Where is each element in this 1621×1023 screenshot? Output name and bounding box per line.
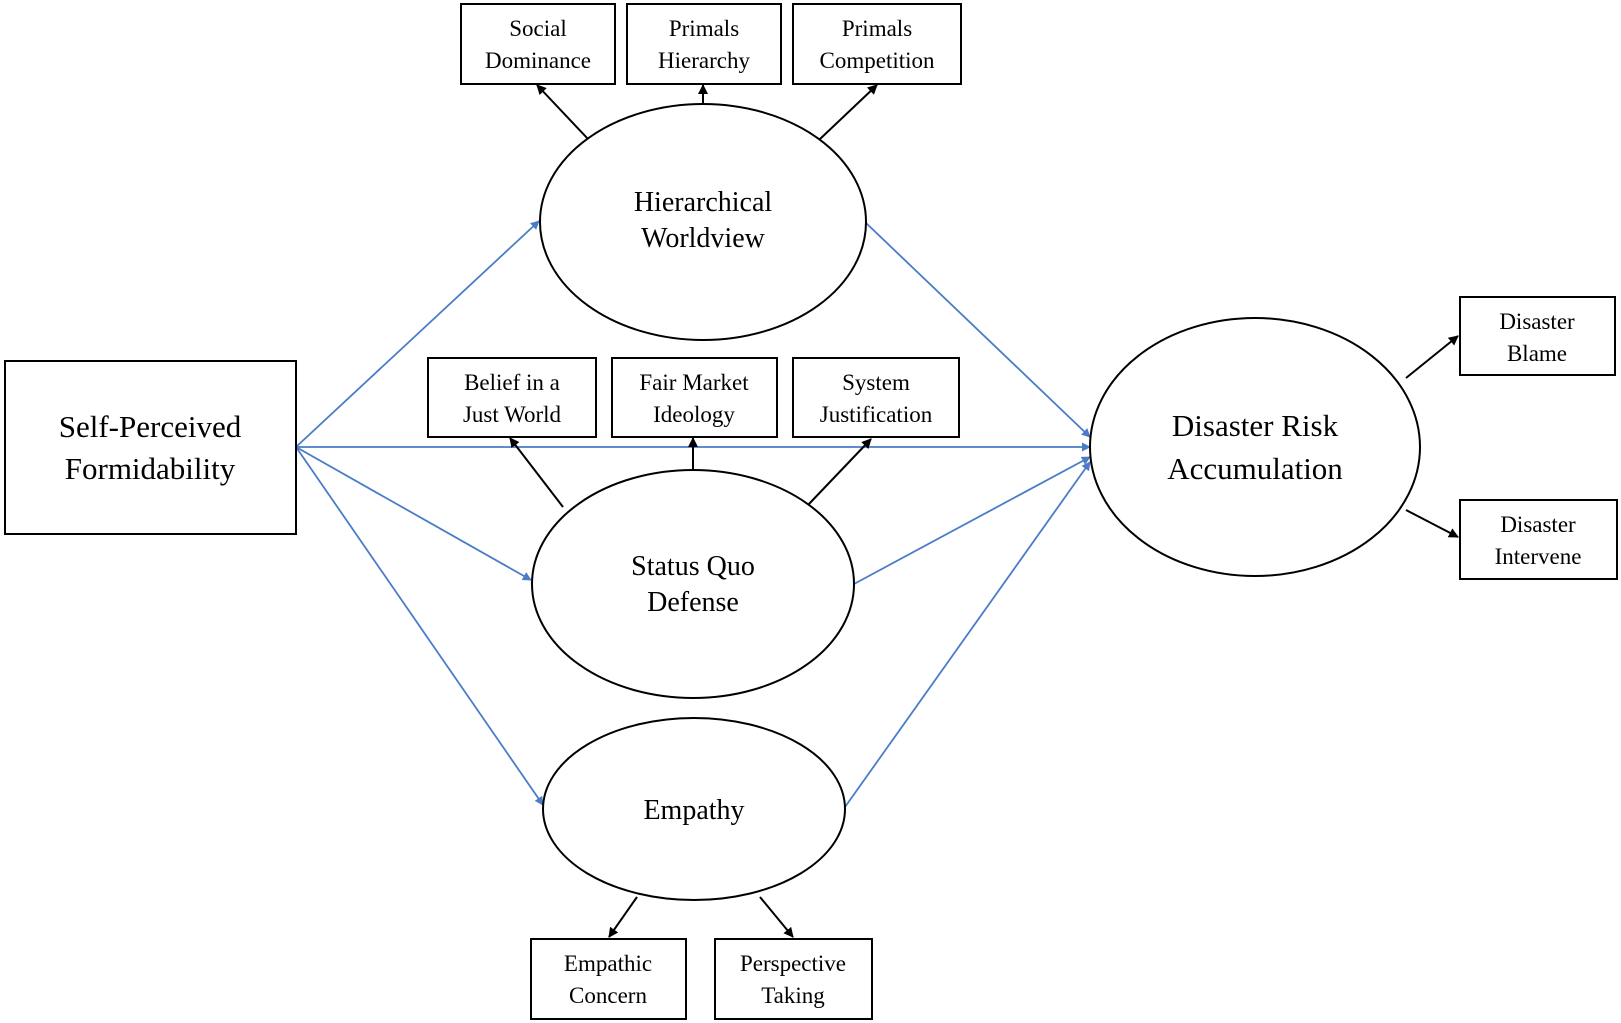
primals-competition-line2: Competition — [820, 48, 936, 73]
status-quo-defense-line2: Defense — [647, 587, 739, 618]
path-hierarchical-to-social-dominance — [536, 84, 589, 140]
disaster-risk-accumulation-line1: Disaster Risk — [1172, 408, 1339, 443]
perspective-taking-line1: Perspective — [740, 951, 846, 976]
path-empathy-to-disaster-risk — [844, 461, 1091, 808]
path-status-quo-to-system-justification — [807, 438, 872, 506]
indicator-disaster-blame: Disaster Blame — [1459, 296, 1616, 376]
node-hierarchical-worldview: Hierarchical Worldview — [539, 103, 867, 341]
social-dominance-line1: Social — [509, 16, 567, 41]
fair-market-ideology-line1: Fair Market — [639, 370, 749, 395]
path-status-quo-to-belief-just-world — [509, 437, 564, 508]
indicator-belief-just-world: Belief in a Just World — [427, 357, 597, 438]
path-empathy-to-empathic-concern — [608, 896, 638, 938]
node-status-quo-defense: Status Quo Defense — [531, 469, 855, 699]
path-hierarchical-to-disaster-risk — [865, 222, 1091, 438]
indicator-fair-market-ideology: Fair Market Ideology — [611, 357, 778, 438]
disaster-intervene-line2: Intervene — [1495, 544, 1582, 569]
disaster-blame-line2: Blame — [1507, 341, 1567, 366]
status-quo-defense-line1: Status Quo — [631, 551, 755, 582]
self-perceived-formidability-line1: Self-Perceived — [59, 409, 242, 444]
indicator-social-dominance: Social Dominance — [460, 3, 616, 85]
disaster-risk-accumulation-line2: Accumulation — [1167, 451, 1343, 486]
system-justification-line1: System — [842, 370, 910, 395]
node-self-perceived-formidability: Self-Perceived Formidability — [4, 360, 297, 535]
empathy-label: Empathy — [643, 795, 744, 826]
social-dominance-line2: Dominance — [485, 48, 591, 73]
belief-just-world-line1: Belief in a — [464, 370, 560, 395]
node-disaster-risk-accumulation: Disaster Risk Accumulation — [1089, 317, 1421, 577]
belief-just-world-line2: Just World — [463, 402, 562, 427]
fair-market-ideology-line2: Ideology — [653, 402, 735, 427]
indicator-system-justification: System Justification — [792, 357, 960, 438]
path-status-quo-to-disaster-risk — [853, 456, 1091, 585]
path-formidability-to-empathy — [295, 446, 544, 806]
system-justification-line2: Justification — [820, 402, 933, 427]
hierarchical-worldview-line1: Hierarchical — [634, 187, 773, 218]
primals-hierarchy-line1: Primals — [669, 16, 739, 41]
indicator-empathic-concern: Empathic Concern — [530, 938, 687, 1020]
disaster-intervene-line1: Disaster — [1500, 512, 1576, 537]
path-disaster-risk-to-disaster-intervene — [1405, 509, 1459, 538]
path-hierarchical-to-primals-competition — [819, 84, 878, 140]
indicator-perspective-taking: Perspective Taking — [714, 938, 873, 1020]
node-empathy: Empathy — [542, 717, 846, 901]
indicator-primals-competition: Primals Competition — [792, 3, 962, 85]
primals-competition-line1: Primals — [842, 16, 912, 41]
perspective-taking-line2: Taking — [761, 983, 825, 1008]
hierarchical-worldview-line2: Worldview — [641, 223, 765, 254]
self-perceived-formidability-line2: Formidability — [65, 451, 236, 486]
disaster-blame-line1: Disaster — [1499, 309, 1575, 334]
indicator-disaster-intervene: Disaster Intervene — [1459, 499, 1618, 580]
path-disaster-risk-to-disaster-blame — [1405, 335, 1459, 379]
path-formidability-to-status-quo — [295, 446, 532, 581]
empathic-concern-line2: Concern — [569, 983, 647, 1008]
indicator-primals-hierarchy: Primals Hierarchy — [626, 3, 782, 85]
primals-hierarchy-line2: Hierarchy — [658, 48, 750, 73]
empathic-concern-line1: Empathic — [564, 951, 652, 976]
path-empathy-to-perspective-taking — [759, 896, 794, 938]
path-formidability-to-hierarchical — [295, 220, 540, 448]
